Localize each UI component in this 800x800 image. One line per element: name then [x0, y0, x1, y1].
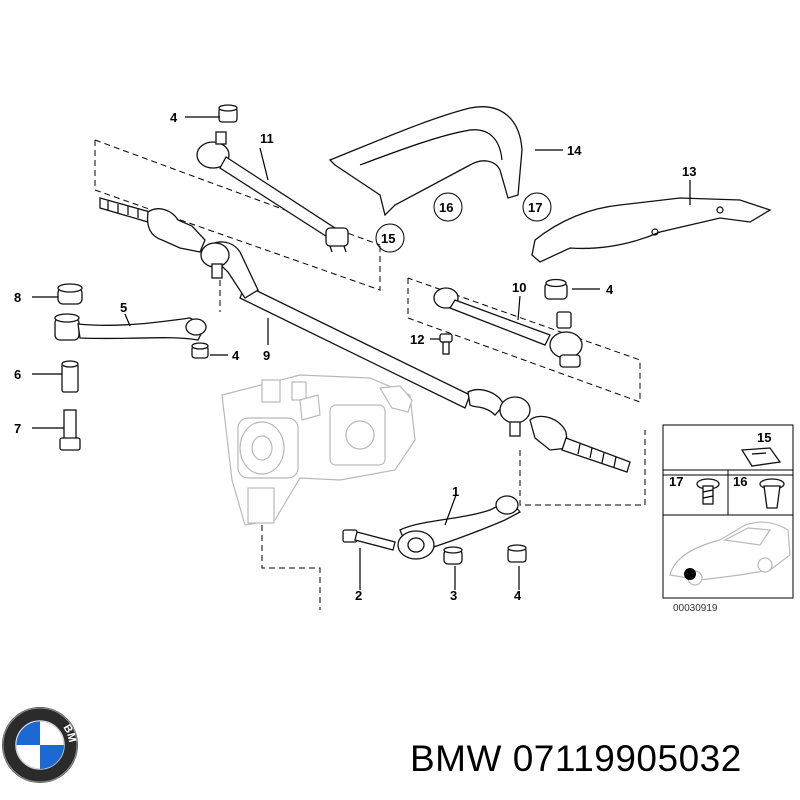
callout-7: 7: [14, 421, 21, 436]
steering-gear-box: [221, 374, 416, 526]
screw-17-icon: [696, 478, 720, 505]
pitman-arm-1: [397, 495, 522, 560]
inset-label-17: 17: [669, 474, 683, 489]
callout-14: 14: [567, 143, 582, 158]
callout-10: 10: [512, 280, 526, 295]
callout-4-bottom: 4: [514, 588, 522, 603]
callout-13: 13: [682, 164, 696, 179]
sleeve-6: [61, 360, 79, 393]
callout-4-right: 4: [606, 282, 614, 297]
clip-15-icon: [740, 447, 782, 467]
callout-9: 9: [263, 348, 270, 363]
callout-15: 15: [381, 231, 395, 246]
callout-11: 11: [260, 131, 274, 146]
callout-8: 8: [14, 290, 21, 305]
callout-17: 17: [528, 200, 542, 215]
steering-box-frame: [261, 525, 321, 610]
callout-6: 6: [14, 367, 21, 382]
left-inner-tie-rod: [99, 197, 206, 253]
callout-2: 2: [355, 588, 362, 603]
location-marker-icon: [684, 568, 696, 580]
clip-16-icon: [759, 478, 785, 509]
heat-shield-14: [328, 106, 523, 217]
nut-4-right: [544, 278, 568, 300]
bolt-2: [342, 529, 396, 551]
callout-4-left: 4: [232, 348, 240, 363]
callout-3: 3: [450, 588, 457, 603]
bolt-12: [439, 333, 453, 355]
callout-1: 1: [452, 484, 459, 499]
callout-16: 16: [439, 200, 453, 215]
circle-callout-17: [522, 192, 552, 222]
nut-3: [443, 546, 463, 565]
center-track-rod: [200, 241, 531, 437]
nut-4-left: [191, 342, 209, 359]
car-silhouette-icon: [669, 521, 791, 586]
inset-box-15: [662, 424, 794, 476]
part-number-caption: BMW 07119905032: [410, 738, 742, 779]
callout-12: 12: [410, 332, 424, 347]
bracket-plate-13: [531, 197, 772, 263]
tie-rod-11-frame: [94, 140, 381, 291]
tie-rod-10: [433, 287, 583, 368]
circle-callout-15: [375, 223, 405, 253]
callout-4-top: 4: [170, 110, 178, 125]
bolt-7: [59, 409, 81, 451]
inset-label-16: 16: [733, 474, 747, 489]
nut-4-bottom: [507, 544, 527, 563]
nut-4-top: [218, 104, 238, 123]
idler-arm-5: [54, 313, 207, 341]
leader-lines: [32, 116, 691, 590]
callout-5: 5: [120, 300, 127, 315]
tie-rod-11: [196, 131, 349, 253]
inset-panel: 15 17 16 00030919: [662, 424, 794, 614]
right-inner-tie-rod: [529, 415, 631, 473]
circle-callout-16: [433, 192, 463, 222]
inset-label-15: 15: [757, 430, 771, 445]
inset-diagram-code: 00030919: [673, 603, 718, 614]
bush-8: [57, 283, 83, 305]
